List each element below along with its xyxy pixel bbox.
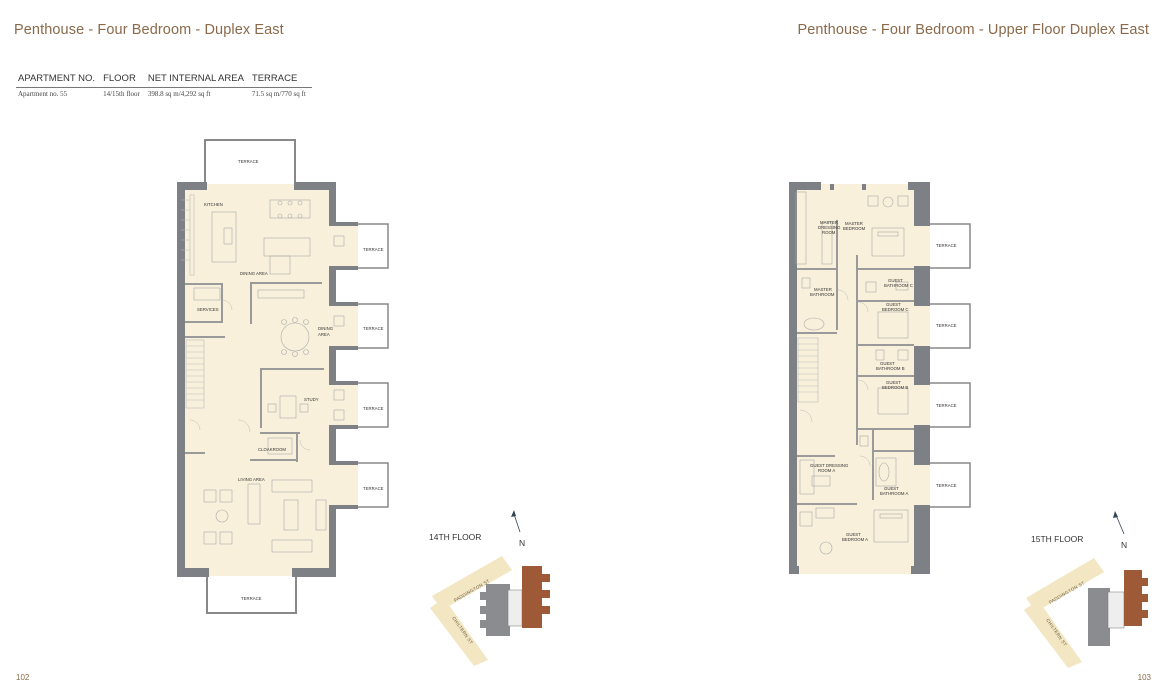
label-terrace-top: TERRACE (238, 159, 259, 164)
north-arrow-icon (513, 513, 521, 533)
terrace-right-4 (356, 462, 389, 508)
label-cloakroom: CLOAKROOM (258, 447, 286, 452)
key-plan-14: 14TH FLOOR N PADDINGTON ST CHILTERN ST (429, 510, 550, 666)
label-master-bedroom: MASTER (845, 221, 863, 226)
label-guest-bed-b-2: BEDROOM B (882, 385, 908, 390)
label-master-bath: MASTER (814, 287, 832, 292)
label-terrace-15-4: TERRACE (936, 483, 957, 488)
label-master-bath-2: BATHROOM (810, 292, 835, 297)
label-master-dressing-3: ROOM (822, 230, 836, 235)
label-guest-bed-b: GUEST (886, 380, 901, 385)
label-terrace-15-3: TERRACE (936, 403, 957, 408)
floor-label-15: 15TH FLOOR (1031, 534, 1083, 544)
label-services: SERVICES (197, 307, 219, 312)
spec-header-apartment: APARTMENT NO. (16, 73, 102, 88)
label-guest-bath-a-2: BATHROOM A (880, 491, 908, 496)
terrace-bottom (206, 572, 297, 614)
label-living-area: LIVING AREA (238, 477, 265, 482)
page-title-right: Penthouse - Four Bedroom - Upper Floor D… (797, 22, 1149, 38)
label-guest-bath-c: GUEST (888, 278, 903, 283)
label-terrace-15-1: TERRACE (936, 243, 957, 248)
label-master-dressing-2: DRESSING (818, 225, 841, 230)
floor-area-15 (790, 184, 930, 574)
floor-area-14 (177, 184, 336, 576)
spec-area: 398.8 sq m/4,292 sq ft (147, 90, 211, 98)
label-terrace-bottom: TERRACE (241, 596, 262, 601)
north-label-14: N (519, 538, 525, 548)
label-guest-dress-a-2: ROOM A (818, 468, 835, 473)
spec-data-row: Apartment no. 55 14/15th floor 398.8 sq … (16, 88, 312, 98)
label-guest-bath-a: GUEST (884, 486, 899, 491)
label-guest-dress-a: GUEST DRESSING (810, 463, 849, 468)
label-dining-area: DINING AREA (240, 271, 268, 276)
label-master-bedroom-2: BEDROOM (843, 226, 866, 231)
label-guest-bath-b-2: BATHROOM B (876, 366, 905, 371)
label-guest-bed-c-2: BEDROOM C (882, 307, 909, 312)
north-label-15: N (1121, 540, 1127, 550)
label-guest-bath-b: GUEST (880, 361, 895, 366)
spec-table: APARTMENT NO. FLOOR NET INTERNAL AREA TE… (16, 73, 312, 98)
terrace-right-3 (356, 382, 389, 428)
plan-15th-floor: MASTER DRESSING ROOM MASTER BEDROOM GUES… (789, 182, 971, 574)
key-plan-15: 15TH FLOOR N PADDINGTON ST CHILTERN ST (1024, 511, 1148, 668)
label-kitchen: KITCHEN (204, 202, 223, 207)
terrace-right-1 (356, 223, 389, 269)
label-guest-bed-c: GUEST (886, 302, 901, 307)
label-terrace-15-2: TERRACE (936, 323, 957, 328)
label-dining-2: AREA (318, 332, 330, 337)
label-dining: DINING (318, 326, 334, 331)
label-terrace-r2: TERRACE (363, 326, 384, 331)
plan-14th-floor: TERRACE KITCHEN DINING AREA SERVICES DIN… (177, 139, 389, 614)
floor-label-14: 14TH FLOOR (429, 532, 481, 542)
label-guest-bed-a-2: BEDROOM A (842, 537, 868, 542)
spec-terrace: 71.5 sq m/770 sq ft (251, 90, 306, 98)
spec-header-area: NET INTERNAL AREA (145, 73, 250, 88)
north-arrow-icon (1115, 514, 1125, 535)
page-number-left: 102 (16, 673, 30, 682)
label-study: STUDY (304, 397, 319, 402)
label-terrace-r4: TERRACE (363, 486, 384, 491)
spec-header-row: APARTMENT NO. FLOOR NET INTERNAL AREA TE… (16, 73, 312, 88)
label-guest-bed-a: GUEST (846, 532, 861, 537)
spec-floor: 14/15th floor (103, 90, 140, 98)
spec-header-terrace: TERRACE (249, 73, 312, 88)
spec-header-floor: FLOOR (101, 73, 146, 88)
label-terrace-r3: TERRACE (363, 406, 384, 411)
page-number-right: 103 (1137, 673, 1151, 682)
label-guest-bath-c-2: BATHROOM C (884, 283, 913, 288)
label-master-dressing: MASTER (820, 220, 838, 225)
spec-apartment: Apartment no. 55 (18, 90, 68, 98)
label-terrace-r1: TERRACE (363, 247, 384, 252)
page-title-left: Penthouse - Four Bedroom - Duplex East (14, 22, 284, 38)
